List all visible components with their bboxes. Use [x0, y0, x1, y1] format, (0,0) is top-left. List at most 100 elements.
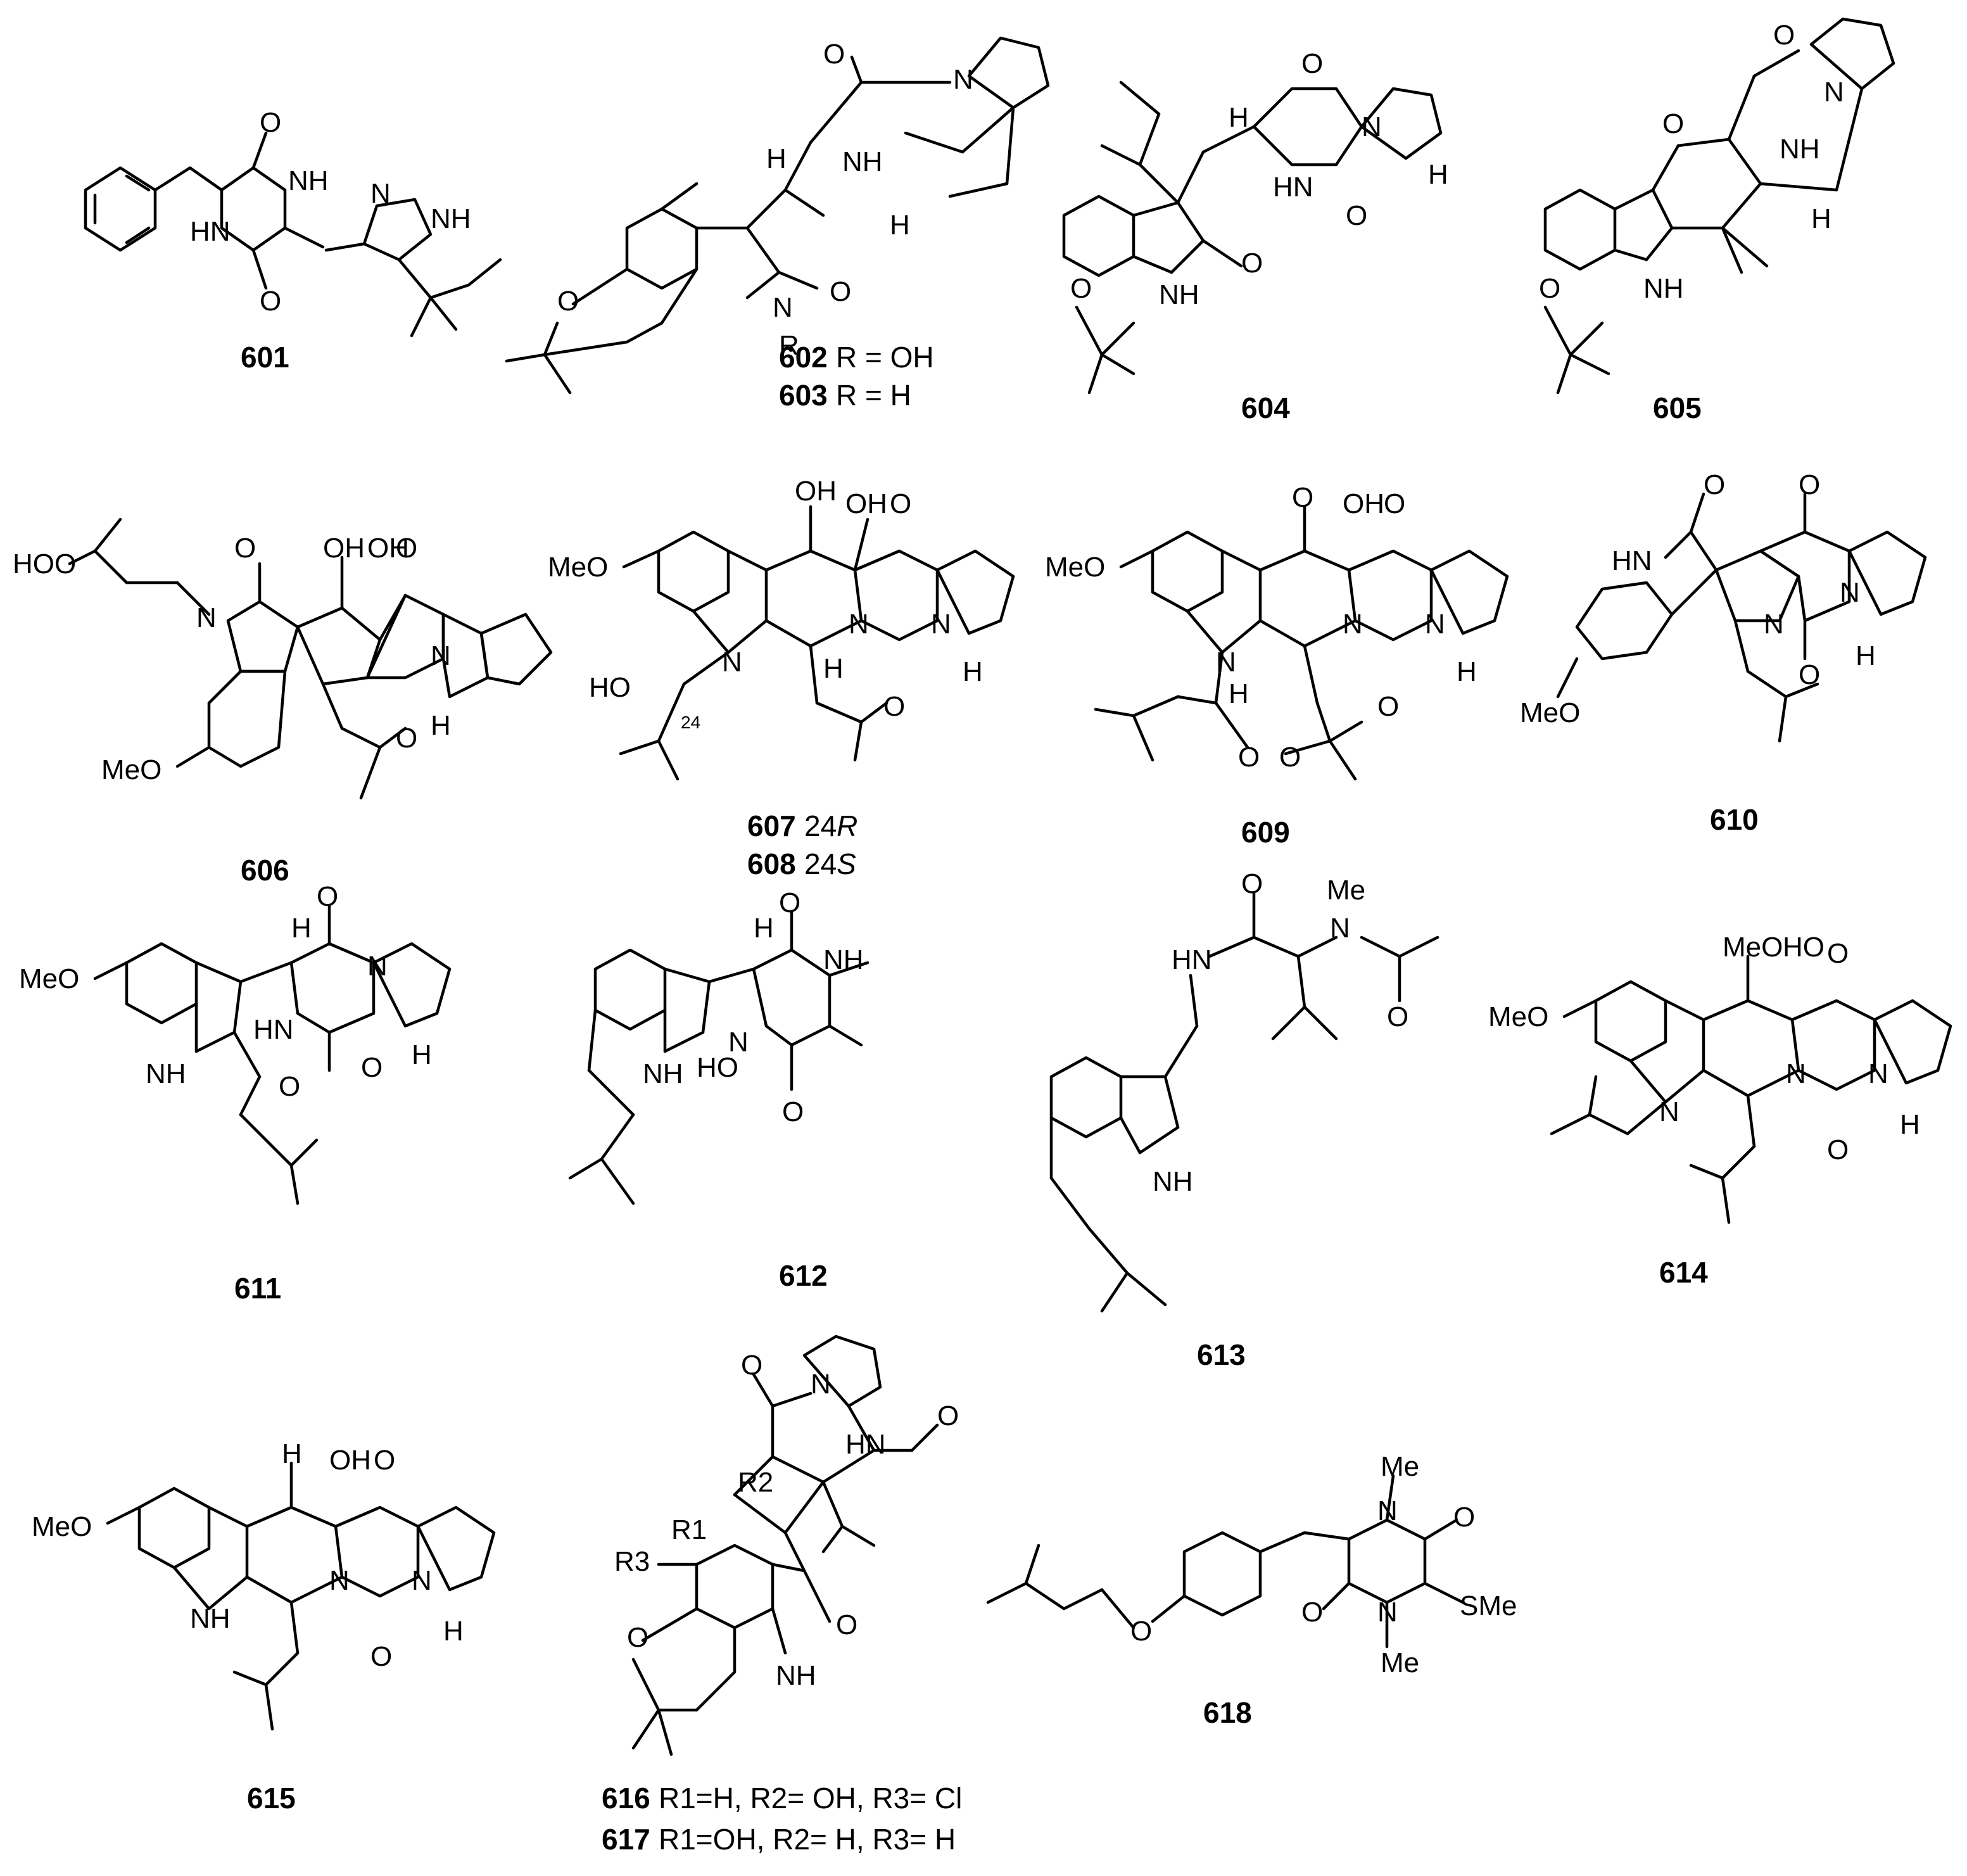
atom-label: O	[1704, 469, 1725, 500]
atom-label: NH	[1153, 1166, 1193, 1197]
atom-label: N	[196, 602, 217, 633]
compound-label-609: 609	[1241, 816, 1290, 849]
atom-label: NH	[823, 944, 864, 975]
structure-606: HOO MeO O N OH OH O N O H 606	[13, 517, 553, 887]
atom-label: N	[1868, 1058, 1888, 1089]
atom-label: N	[370, 178, 391, 209]
locant-text: 24	[804, 809, 837, 842]
atom-label: NH	[431, 203, 471, 234]
atom-label: H	[823, 653, 844, 684]
atom-label: MeO	[1723, 932, 1783, 963]
atom-label: N	[849, 609, 869, 640]
atom-label: HOO	[13, 548, 76, 580]
structure-613: HN O N Me O NH 613	[1049, 868, 1439, 1371]
atom-label: O	[883, 691, 905, 722]
atom-label: R	[779, 330, 799, 361]
atom-label: N	[367, 951, 388, 982]
substituent-617: R1=OH, R2= H, R3= H	[659, 1823, 956, 1856]
atom-label: O	[1827, 938, 1849, 969]
atom-label: Me	[1327, 875, 1365, 906]
atom-label: MeO	[101, 754, 161, 785]
atom-label: H	[431, 710, 451, 741]
atom-label: HN	[253, 1014, 294, 1045]
atom-label: HO	[1783, 932, 1825, 963]
atom-label: O	[1799, 659, 1820, 690]
atom-label: OH	[323, 533, 365, 564]
atom-label: R3	[614, 1546, 650, 1577]
atom-label: H	[1457, 656, 1477, 687]
atom-label: HN	[1273, 172, 1313, 203]
atom-label: H	[766, 143, 787, 174]
atom-label: OH	[329, 1445, 371, 1476]
atom-label: N	[1786, 1058, 1806, 1089]
structure-609: MeO O O O OH O O N N N H H 609	[1045, 482, 1509, 849]
atom-label: HN	[190, 216, 231, 247]
atom-label: N	[1840, 577, 1860, 608]
atom-label: NH	[190, 1603, 231, 1634]
compound-label-616: 616	[602, 1782, 650, 1815]
atom-label: SMe	[1460, 1590, 1517, 1621]
atom-label: HN	[1612, 545, 1652, 576]
atom-label: O	[234, 533, 256, 564]
compound-label-603: 603	[779, 379, 828, 412]
substituent-602: R = OH	[836, 341, 934, 374]
atom-label: MeO	[1520, 697, 1580, 728]
atom-label: N	[953, 64, 973, 95]
atom-label: O	[374, 1445, 395, 1476]
atom-label: N	[1216, 647, 1236, 678]
compound-label-606: 606	[241, 854, 289, 887]
atom-label: O	[370, 1641, 392, 1672]
compound-label-618: 618	[1203, 1696, 1252, 1729]
compound-label-612: 612	[779, 1259, 828, 1292]
atom-label: HN	[1172, 944, 1212, 975]
atom-label: H	[1229, 678, 1249, 709]
atom-label: O	[1662, 108, 1684, 139]
structure-612: O NH O N HO NH H 612	[568, 887, 870, 1292]
atom-label: O	[1301, 48, 1323, 79]
compound-label-614: 614	[1659, 1256, 1708, 1289]
atom-label: H	[1811, 203, 1831, 234]
atom-label: O	[317, 881, 338, 912]
atom-label: O	[1384, 488, 1405, 519]
atom-label: N	[431, 640, 451, 671]
atom-label: NH	[776, 1660, 816, 1691]
atom-label: OH	[367, 533, 409, 564]
config-text: R	[837, 809, 857, 842]
atom-label: N	[1377, 1597, 1398, 1628]
structure-601: O O NH HN N NH 601	[84, 107, 502, 374]
atom-label: N	[1824, 77, 1844, 108]
compound-label-601: 601	[241, 341, 289, 374]
atom-label: OH	[1343, 488, 1384, 519]
atom-label: N	[1343, 609, 1363, 640]
compound-label-615: 615	[247, 1782, 296, 1815]
structure-605: O O NH N H NH O 605	[1539, 17, 1895, 424]
structure-615: MeO H OH O O N N NH H 615	[32, 1438, 496, 1815]
atom-label: R1	[671, 1514, 707, 1545]
atom-label: O	[1301, 1597, 1323, 1628]
atom-label: H	[291, 913, 312, 944]
locant-text: 24	[804, 847, 837, 880]
atom-label: N	[722, 647, 742, 678]
atom-label: MeO	[548, 552, 608, 583]
atom-label: O	[260, 107, 281, 138]
compound-label-617: 617	[602, 1823, 650, 1856]
atom-label: N	[1425, 609, 1445, 640]
atom-label: O	[937, 1400, 959, 1431]
structure-614: MeO MeO HO O O N N N H 614	[1488, 932, 1952, 1289]
compound-label-605: 605	[1653, 391, 1702, 424]
atom-label: MeO	[1045, 552, 1105, 583]
compound-label-610: 610	[1710, 803, 1759, 836]
atom-label: N	[811, 1369, 831, 1400]
atom-label: NH	[643, 1058, 683, 1089]
atom-label: O	[1279, 742, 1301, 773]
atom-label: H	[963, 656, 983, 687]
atom-label: Me	[1381, 1451, 1419, 1482]
compound-label-602: 602	[779, 341, 828, 374]
structure-602-603: O N NH H H O N R O 602 R = OH 603 R = H	[505, 36, 1050, 412]
atom-label: N	[1764, 609, 1784, 640]
atom-label: O	[1241, 248, 1263, 279]
atom-label: H	[282, 1438, 302, 1469]
atom-label: O	[396, 533, 417, 564]
atom-label: NH	[146, 1058, 186, 1089]
